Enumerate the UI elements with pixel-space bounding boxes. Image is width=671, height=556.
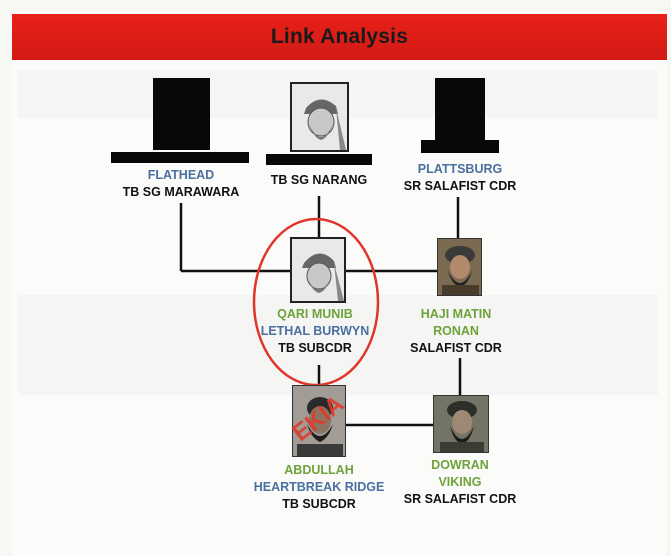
node-name: QARI MUNIB (277, 307, 353, 321)
slide-title: Link Analysis (270, 25, 409, 48)
dowran-photo (433, 395, 489, 453)
node-name: VIKING (438, 475, 482, 489)
node-alias: HEARTBREAK RIDGE (253, 480, 385, 494)
node-name: DOWRAN (431, 458, 489, 472)
qari-node-label: QARI MUNIB LETHAL BURWYN TB SUBCDR (246, 306, 384, 357)
redaction-bar (421, 140, 499, 153)
node-role: SR SALAFIST CDR (403, 492, 517, 506)
haji-matin-node-label: HAJI MATIN RONAN SALAFIST CDR (386, 306, 526, 357)
node-alias: LETHAL BURWYN (260, 324, 370, 338)
abdullah-node-label: ABDULLAH HEARTBREAK RIDGE TB SUBCDR (248, 462, 390, 513)
redacted-photo (153, 78, 210, 150)
node-name: HAJI MATIN (420, 307, 492, 321)
node-role: TB SUBCDR (278, 341, 352, 355)
qari-silhouette-photo (290, 237, 346, 303)
portrait-icon (293, 386, 345, 456)
node-role: TB SG NARANG (270, 173, 368, 187)
redaction-bar (111, 152, 249, 163)
title-bar: Link Analysis (12, 14, 667, 60)
node-role: TB SG MARAWARA (122, 185, 240, 199)
portrait-icon (434, 396, 488, 452)
portrait-icon (438, 239, 481, 295)
redacted-photo (435, 78, 485, 148)
person-silhouette-icon (304, 99, 346, 150)
node-name: RONAN (433, 324, 479, 338)
haji-matin-photo (437, 238, 482, 296)
node-role: SALAFIST CDR (410, 341, 502, 355)
node-role: SR SALAFIST CDR (403, 179, 517, 193)
narang-silhouette-photo (290, 82, 349, 152)
plattsburg-node-label: PLATTSBURG SR SALAFIST CDR (390, 161, 530, 195)
redaction-bar (266, 154, 372, 165)
abdullah-photo (292, 385, 346, 457)
node-alias: PLATTSBURG (417, 162, 503, 176)
node-alias: FLATHEAD (147, 168, 215, 182)
dowran-node-label: DOWRAN VIKING SR SALAFIST CDR (390, 457, 530, 508)
node-role: TB SUBCDR (282, 497, 356, 511)
flathead-node-label: FLATHEAD TB SG MARAWARA (112, 167, 250, 201)
node-name: ABDULLAH (284, 463, 354, 477)
person-silhouette-icon (302, 253, 344, 301)
narang-node-label: TB SG NARANG (258, 172, 380, 189)
top-margin (0, 0, 671, 18)
